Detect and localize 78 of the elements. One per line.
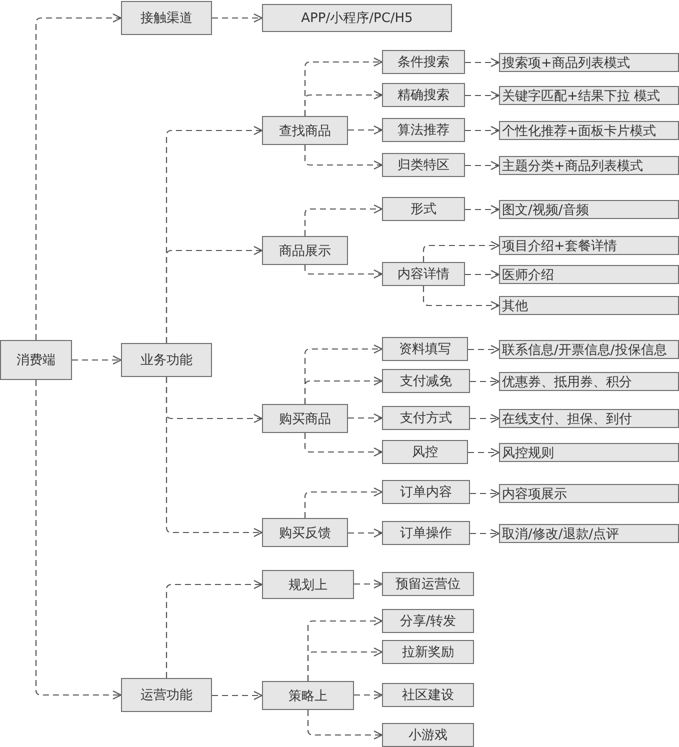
process-box: 条件搜索 <box>382 50 465 74</box>
arrow <box>465 126 500 136</box>
arrow <box>422 240 500 262</box>
arrow <box>166 580 263 678</box>
arrow <box>470 376 500 386</box>
arrow <box>166 377 263 538</box>
arrow <box>465 204 500 214</box>
process-box: 归类特区 <box>382 153 465 177</box>
arrow <box>304 145 383 170</box>
process-box: 小游戏 <box>382 723 474 747</box>
arrow <box>470 528 500 538</box>
text-box: 联系信息/开票信息/投保信息 <box>499 340 679 359</box>
text-box: 个性化推荐+面板卡片模式 <box>499 121 679 140</box>
arrow <box>470 488 500 498</box>
arrow <box>72 355 122 365</box>
process-box: 业务功能 <box>121 343 212 377</box>
process-box: 订单内容 <box>382 480 470 504</box>
process-box: 购买反馈 <box>262 518 348 547</box>
arrow <box>354 690 383 700</box>
arrow <box>348 413 383 423</box>
text-box: 图文/视频/音频 <box>499 200 679 219</box>
arrow <box>307 647 383 681</box>
text-box: 搜索项+商品列表模式 <box>499 53 679 72</box>
text-box: 优惠券、抵用券、积分 <box>499 372 679 391</box>
text-box: 取消/修改/退款/点评 <box>499 524 679 543</box>
process-box: 规划上 <box>262 570 354 599</box>
arrow <box>304 90 383 116</box>
arrow <box>348 125 383 135</box>
process-box: 精确搜索 <box>382 83 465 107</box>
arrow <box>422 286 500 310</box>
process-box: 接触渠道 <box>121 1 212 35</box>
process-box: APP/小程序/PC/H5 <box>262 4 452 32</box>
arrow <box>468 344 500 354</box>
process-box: 支付方式 <box>382 406 470 430</box>
text-box: 主题分类+商品列表模式 <box>499 156 679 175</box>
process-box: 形式 <box>382 197 465 221</box>
process-box: 分享/转发 <box>382 609 474 633</box>
arrow <box>465 160 500 170</box>
process-box: 购买商品 <box>262 404 348 433</box>
process-box: 商品展示 <box>262 236 348 265</box>
process-box: 风控 <box>382 440 468 464</box>
process-box: 订单操作 <box>382 521 470 545</box>
arrow <box>348 528 383 538</box>
text-box: 风控规则 <box>499 443 679 462</box>
text-box: 其他 <box>499 296 679 315</box>
arrow <box>304 204 383 236</box>
text-box: 内容项展示 <box>499 484 679 503</box>
process-box: 策略上 <box>262 681 354 710</box>
arrow <box>465 270 500 280</box>
arrow <box>166 246 263 343</box>
process-box: 拉新奖励 <box>382 640 474 664</box>
arrow <box>35 380 122 700</box>
arrow <box>465 90 500 100</box>
process-box: 预留运营位 <box>382 572 474 596</box>
text-box: 项目介绍+套餐详情 <box>499 236 679 255</box>
arrow <box>304 265 383 279</box>
arrow <box>304 433 383 457</box>
arrow <box>212 13 263 23</box>
arrow <box>468 448 500 458</box>
arrow <box>304 487 383 518</box>
text-box: 医师介绍 <box>499 265 679 284</box>
process-box: 内容详情 <box>382 262 465 286</box>
text-box: 在线支付、担保、到付 <box>499 409 679 428</box>
arrow <box>465 58 500 68</box>
arrow <box>354 579 383 589</box>
arrow <box>304 376 383 404</box>
arrow <box>212 690 263 700</box>
arrow <box>35 13 122 340</box>
process-box: 算法推荐 <box>382 118 465 142</box>
process-box: 消费端 <box>0 340 72 380</box>
process-box: 资料填写 <box>382 337 468 361</box>
arrow <box>470 414 500 424</box>
text-box: 关键字匹配+结果下拉 模式 <box>499 86 679 105</box>
process-box: 查找商品 <box>262 116 348 145</box>
process-box: 社区建设 <box>382 683 474 707</box>
arrow <box>307 710 383 740</box>
process-box: 运营功能 <box>121 678 212 712</box>
process-box: 支付减免 <box>382 369 470 393</box>
